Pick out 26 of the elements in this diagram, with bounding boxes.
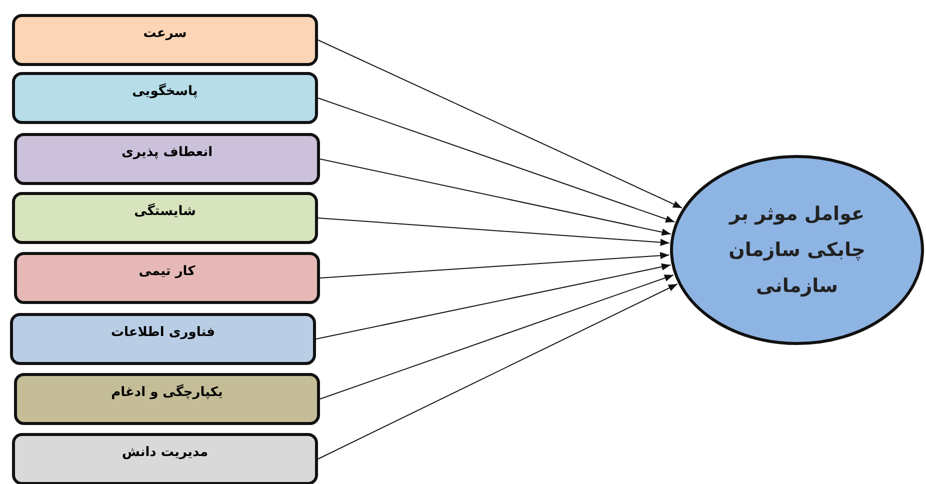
node-text: شایستگی	[134, 204, 196, 218]
target-ellipse	[670, 155, 924, 345]
arrow	[318, 284, 678, 460]
node-text: سرعت	[143, 26, 187, 40]
node-text: یکپارچگی و ادغام	[111, 384, 223, 400]
arrow	[320, 158, 672, 236]
factor-box	[14, 252, 320, 304]
node-text: عوامل موثر بر چابکی سازمان سازمانی	[728, 202, 866, 299]
arrow	[318, 98, 676, 222]
node-text: پاسخگویی	[132, 84, 198, 98]
arrow	[318, 218, 670, 246]
arrow	[316, 263, 672, 340]
factor-box	[10, 313, 316, 365]
node-text: فناوری اطلاعات	[110, 324, 216, 340]
node-text: انعطاف پذیری	[121, 144, 213, 160]
factor-box	[12, 72, 318, 124]
arrow	[320, 274, 674, 400]
arrow	[320, 252, 670, 278]
factor-box	[14, 373, 320, 425]
arrow	[318, 40, 683, 208]
node-text: مدیریت دانش	[122, 444, 208, 460]
factor-box	[12, 192, 318, 244]
factor-box	[12, 433, 318, 484]
factor-box	[14, 133, 320, 185]
factor-box	[12, 14, 318, 66]
node-text: کار تیمی	[138, 264, 196, 278]
